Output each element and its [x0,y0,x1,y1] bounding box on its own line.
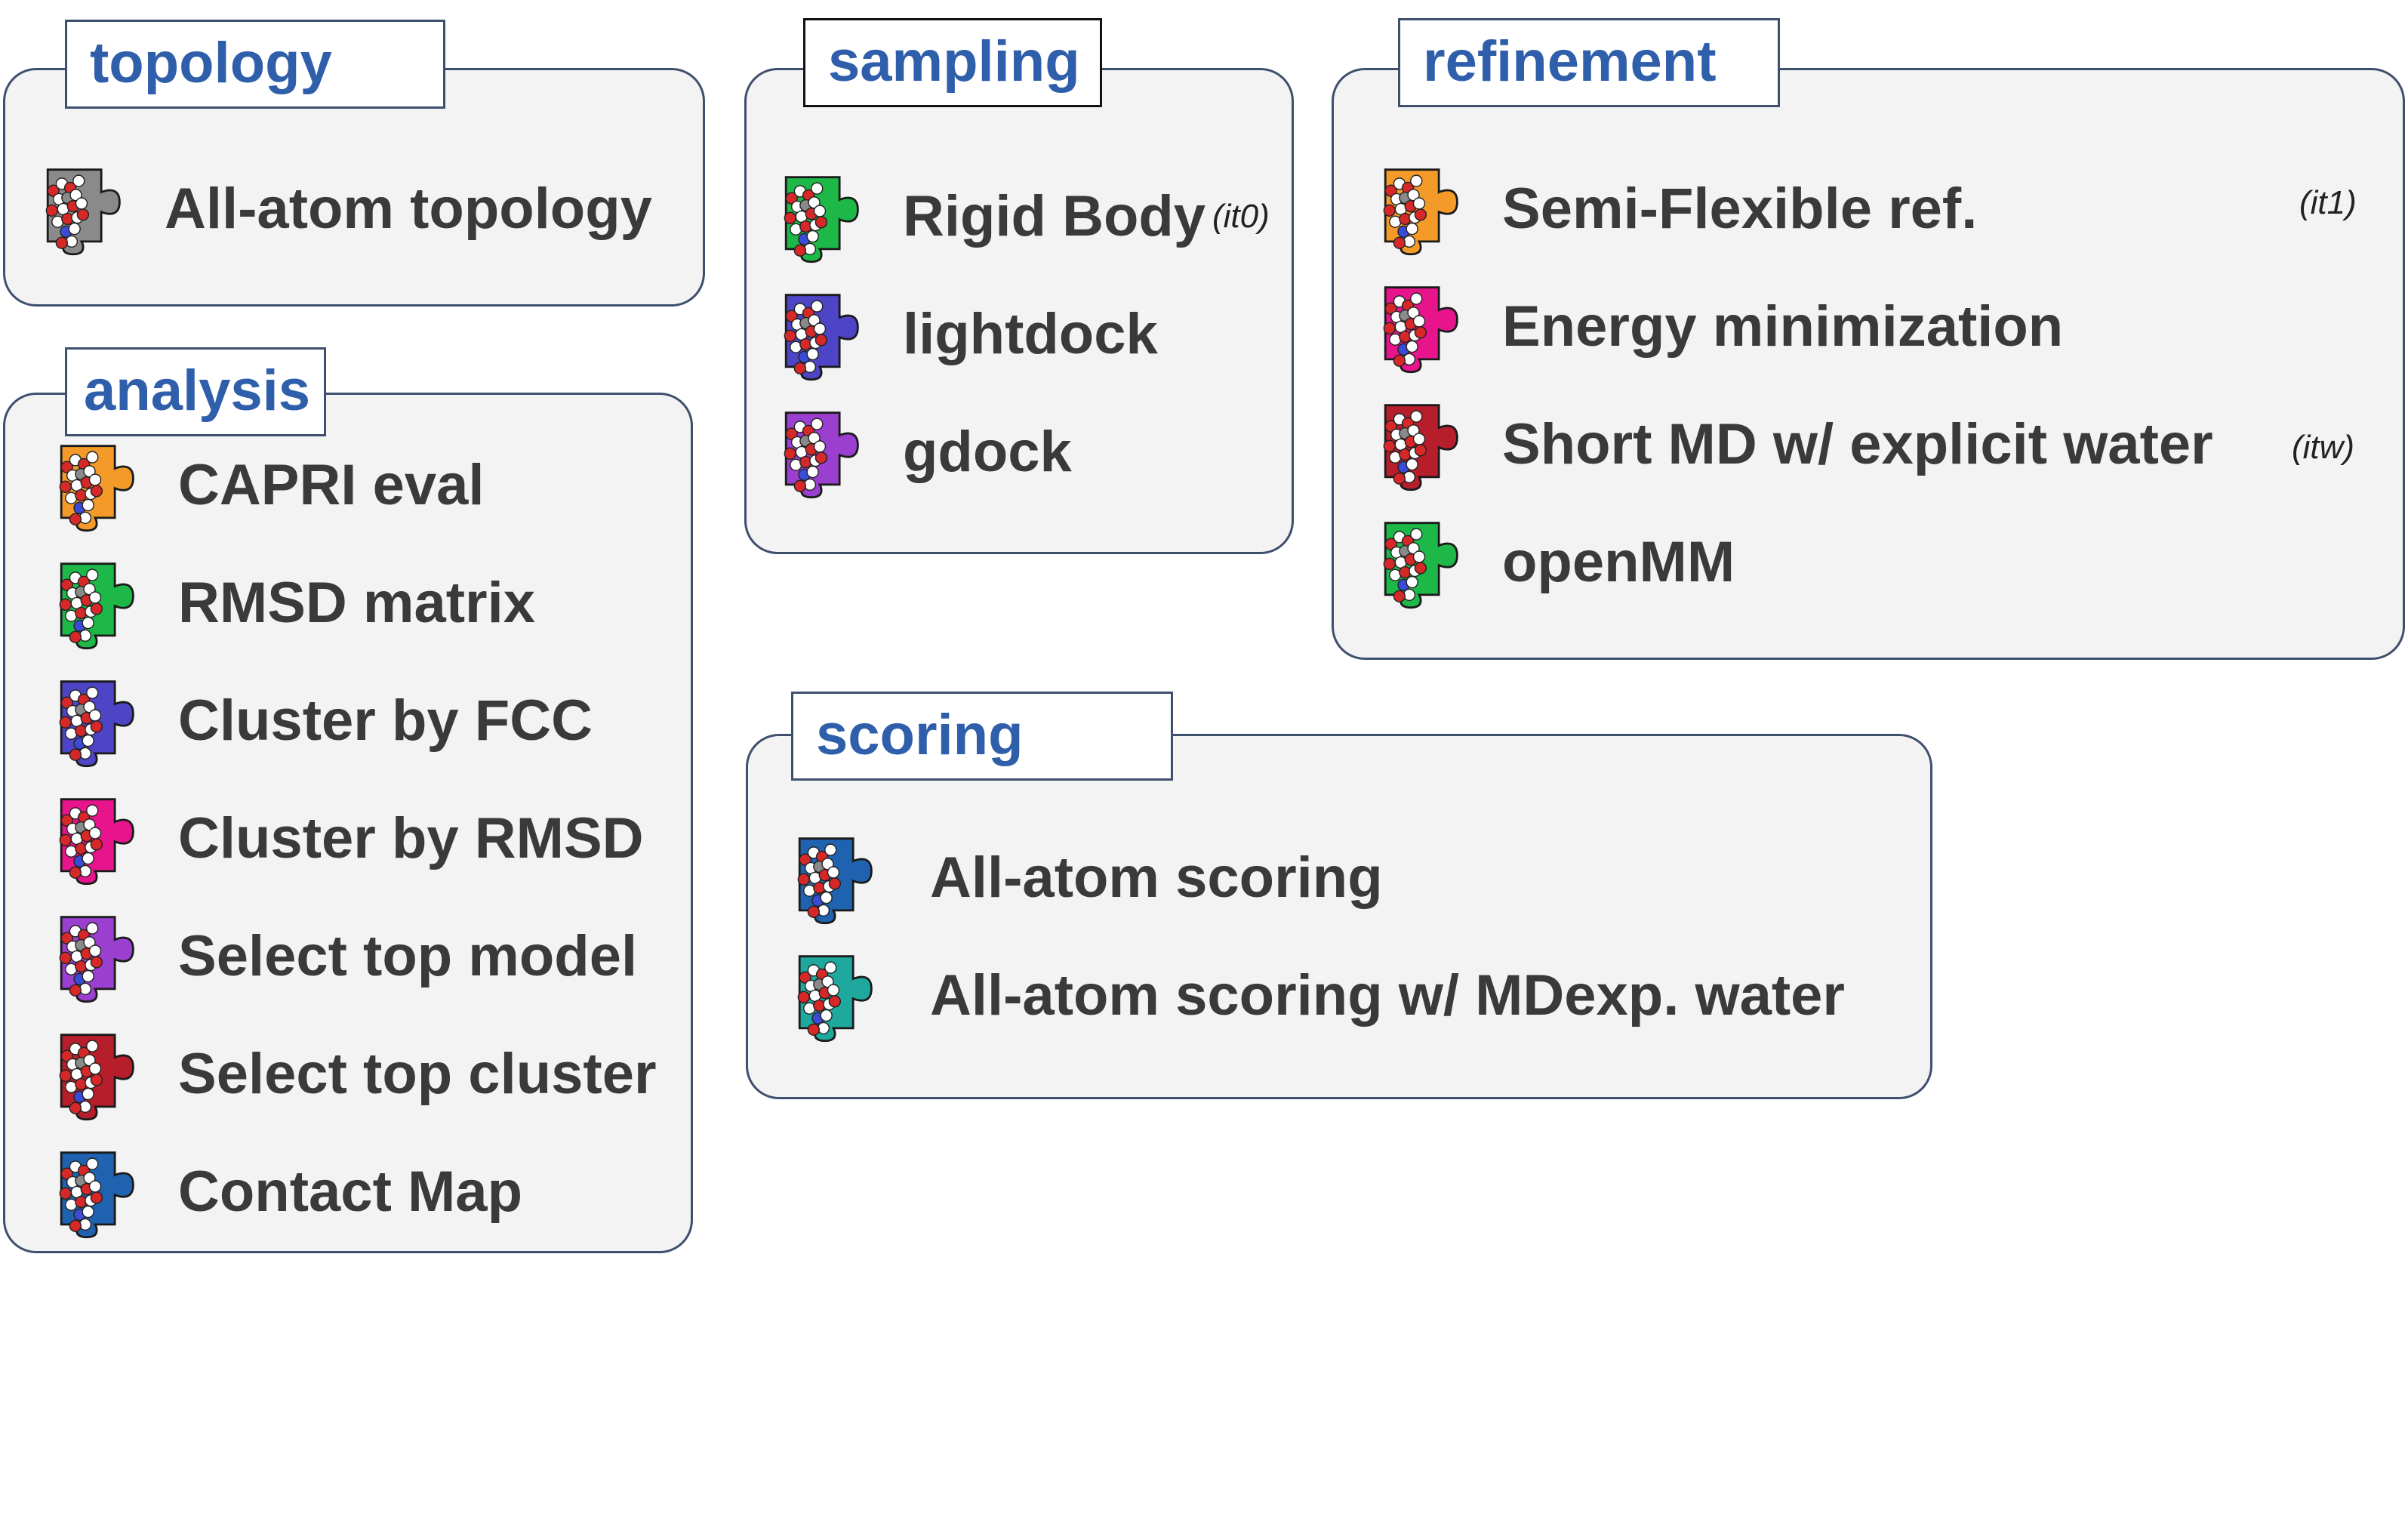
sampling-item-lightdock: lightdock [767,281,1158,387]
item-label: Energy minimization [1502,294,2064,359]
refinement-panel [1332,68,2405,660]
puzzle-molecule-magenta-icon [42,785,148,891]
item-label: gdock [903,419,1072,484]
analysis-item-capri-eval: CAPRI eval [42,432,485,538]
item-label: Short MD w/ explicit water [1502,411,2213,476]
analysis-item-cluster-fcc: Cluster by FCC [42,667,593,773]
item-note: (it0) [1212,198,1270,235]
puzzle-molecule-purple-icon [767,399,873,504]
puzzle-molecule-green-icon [1366,509,1472,615]
item-label: Cluster by FCC [178,688,593,753]
sampling-item-rigid-body: Rigid Body [767,163,1206,269]
puzzle-molecule-darkblue-icon [42,1138,148,1244]
item-label: CAPRI eval [178,452,485,517]
analysis-item-select-top-cluster: Select top cluster [42,1021,657,1126]
item-label: All-atom topology [165,176,652,241]
topology-item-all-atom: All-atom topology [29,156,652,261]
puzzle-molecule-purple-icon [42,903,148,1009]
analysis-item-contact-map: Contact Map [42,1138,522,1244]
puzzle-molecule-blue-icon [767,281,873,387]
item-label: RMSD matrix [178,570,535,635]
analysis-item-select-top-model: Select top model [42,903,637,1009]
sampling-tab: sampling [803,18,1102,107]
refinement-tab: refinement [1398,18,1780,107]
item-label: openMM [1502,529,1735,594]
item-note: (it1) [2299,184,2357,221]
refinement-item-openmm: openMM [1366,509,1735,615]
puzzle-molecule-gray-icon [29,156,134,261]
puzzle-molecule-red-icon [1366,391,1472,497]
topology-tab: topology [65,20,445,109]
puzzle-molecule-darkblue-icon [781,824,886,930]
puzzle-molecule-green-icon [42,550,148,655]
item-label: Cluster by RMSD [178,806,644,870]
item-label: All-atom scoring w/ MDexp. water [930,963,1845,1028]
item-label: Rigid Body [903,183,1206,248]
analysis-tab: analysis [65,347,326,436]
puzzle-molecule-green-icon [767,163,873,269]
item-label: Select top model [178,923,638,988]
scoring-item-all-atom-water: All-atom scoring w/ MDexp. water [781,942,1845,1048]
puzzle-molecule-blue-icon [42,667,148,773]
item-label: All-atom scoring [930,845,1383,910]
refinement-item-short-md: Short MD w/ explicit water [1366,391,2213,497]
puzzle-molecule-orange-icon [1366,156,1472,261]
item-label: Semi-Flexible ref. [1502,176,1978,241]
item-label: Contact Map [178,1159,522,1224]
item-label: lightdock [903,301,1158,366]
sampling-item-gdock: gdock [767,399,1072,504]
scoring-tab: scoring [791,692,1173,781]
puzzle-molecule-red-icon [42,1021,148,1126]
scoring-panel [746,734,1932,1099]
puzzle-molecule-orange-icon [42,432,148,538]
analysis-item-cluster-rmsd: Cluster by RMSD [42,785,644,891]
refinement-item-energy-minimization: Energy minimization [1366,273,2063,379]
puzzle-molecule-magenta-icon [1366,273,1472,379]
scoring-item-all-atom: All-atom scoring [781,824,1383,930]
item-label: Select top cluster [178,1041,657,1106]
analysis-item-rmsd-matrix: RMSD matrix [42,550,535,655]
refinement-item-semi-flexible: Semi-Flexible ref. [1366,156,1977,261]
puzzle-molecule-teal-icon [781,942,886,1048]
item-note: (itw) [2292,429,2355,466]
